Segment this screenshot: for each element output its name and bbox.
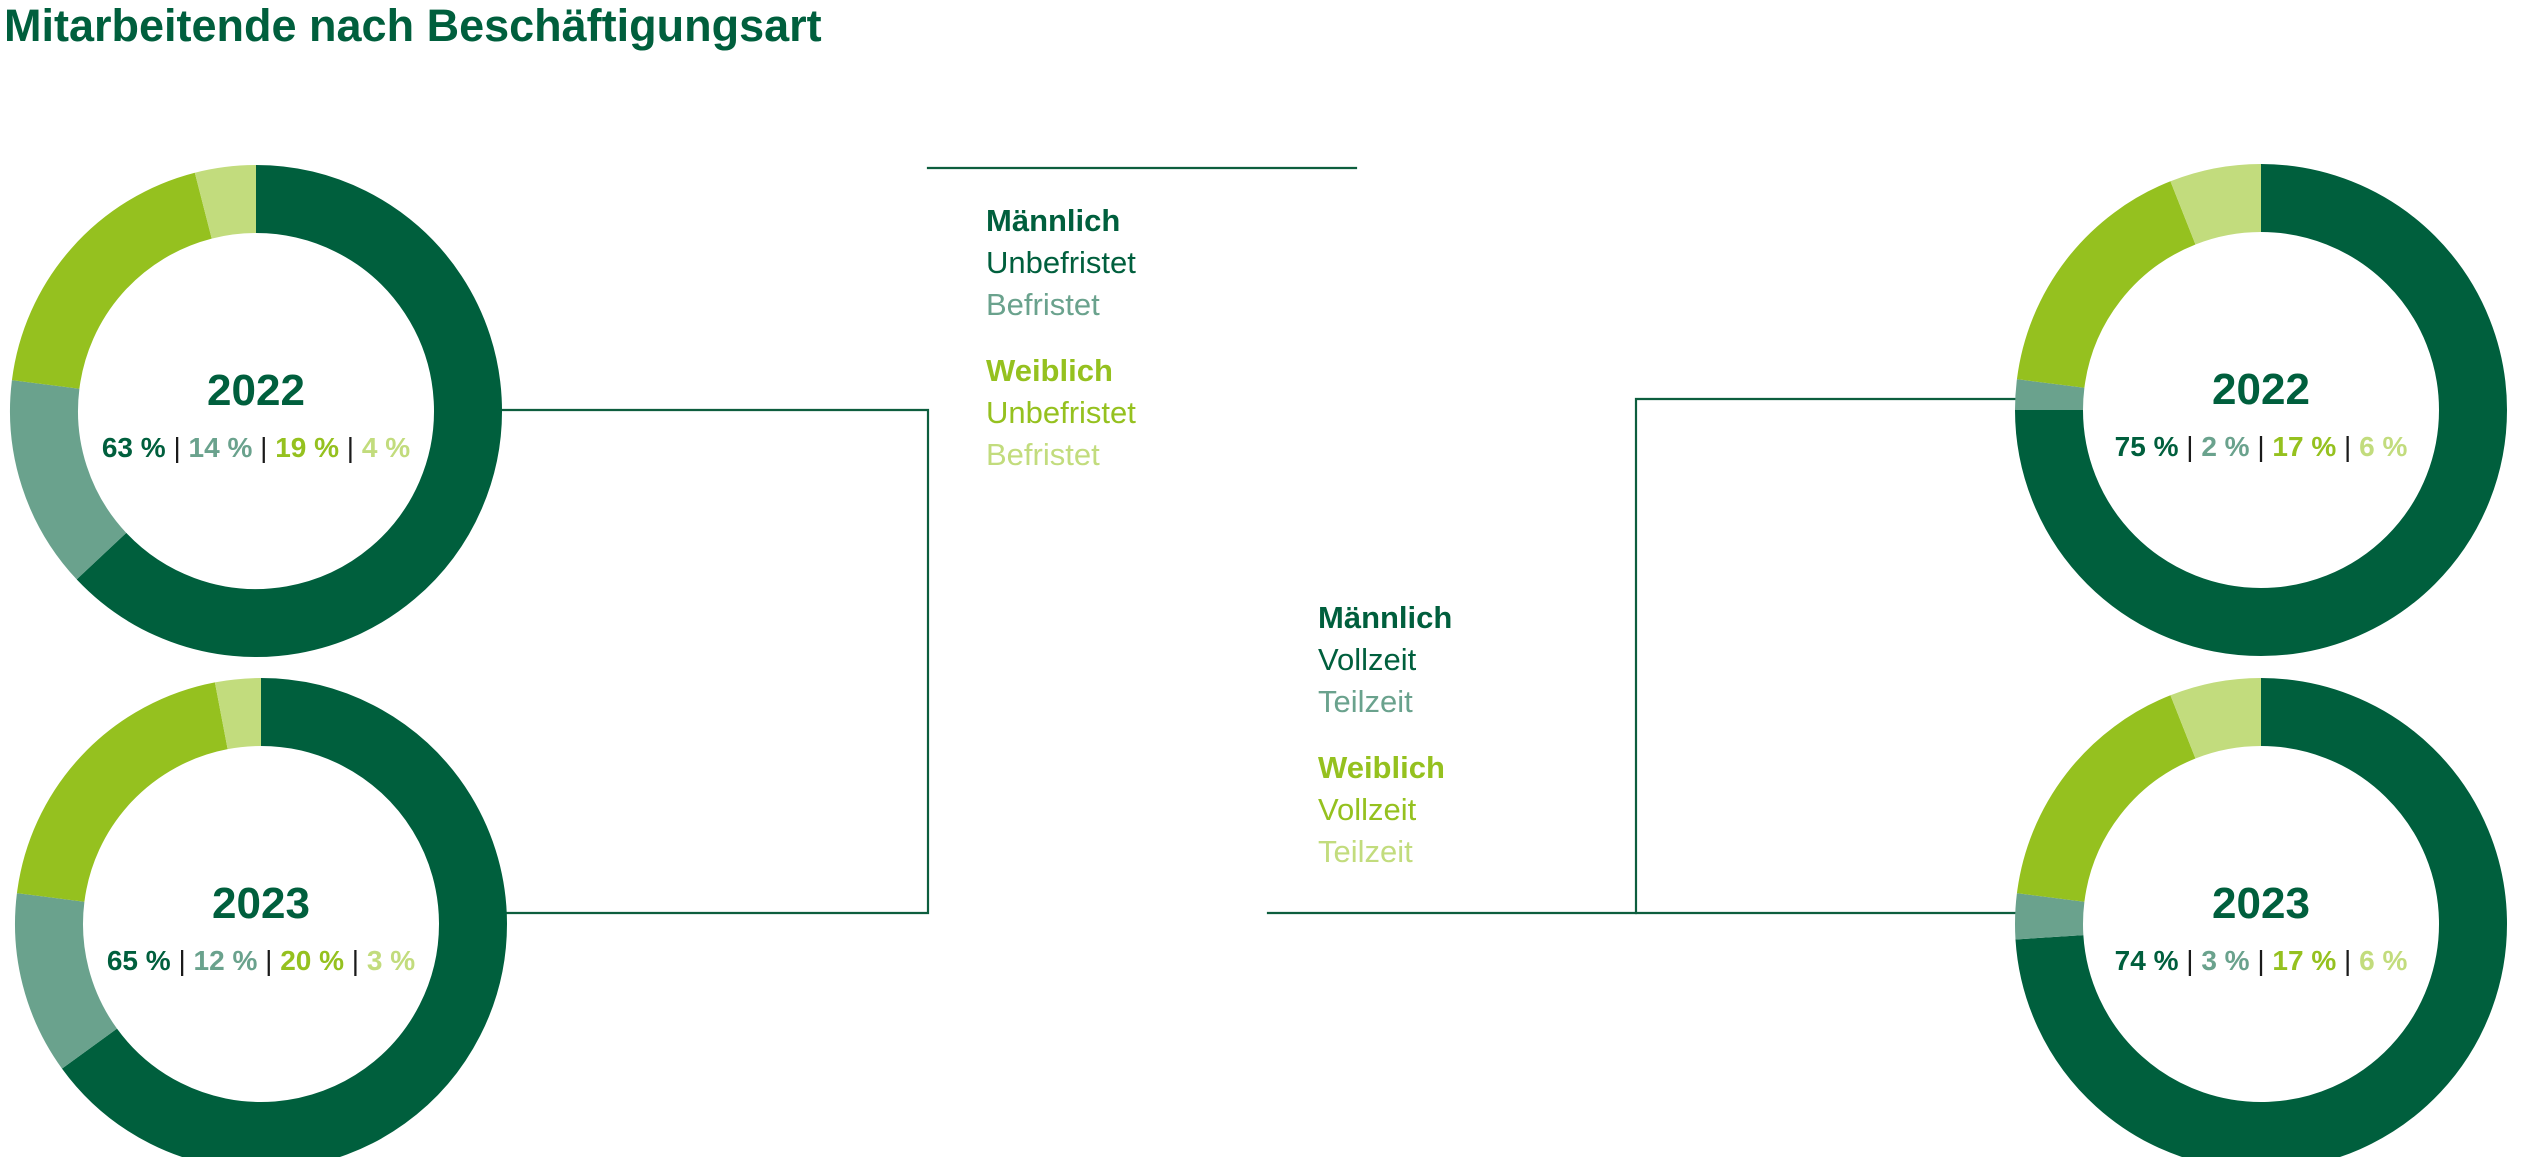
donut-segment [2014,379,2085,411]
donut-year-label: 2022 [207,366,305,415]
data-label: 63 % [102,432,166,463]
legend-male-permanent: Unbefristet [986,245,1136,280]
donut-segment [194,165,257,239]
donut-segment [2015,893,2085,940]
data-label: 75 % [2115,431,2179,462]
donut-percent-row: 74 % | 3 % | 17 % | 6 % [2115,945,2408,976]
page-title: Mitarbeitende nach Beschäftigungsart [4,0,822,51]
legend-contract-male: Männlich Unbefristet Befristet [986,200,1136,326]
donut-year-label: 2023 [212,879,310,928]
separator: | [257,945,280,976]
donut-year-label: 2022 [2212,365,2310,414]
connector-time [1634,397,2021,915]
data-label: 17 % [2272,945,2336,976]
donut-segment [214,678,262,750]
legend-female-permanent: Unbefristet [986,395,1136,430]
donut-segment [10,380,127,580]
legend-contract-female: Weiblich Unbefristet Befristet [986,350,1136,476]
data-label: 4 % [362,432,410,463]
data-label: 74 % [2115,945,2179,976]
donut-segment [2015,164,2507,656]
data-label: 14 % [189,432,253,463]
donut-percent-row: 75 % | 2 % | 17 % | 6 % [2115,431,2408,462]
separator: | [344,945,367,976]
donut-segment [2170,678,2262,759]
legend-female-heading: Weiblich [986,353,1113,388]
legend-time: Männlich Vollzeit Teilzeit Weiblich Voll… [1318,597,1452,873]
separator: | [2178,431,2201,462]
donut-time-2022: 2022 75 % | 2 % | 17 % | 6 % [2014,164,2507,656]
data-label: 6 % [2359,945,2407,976]
separator: | [2250,431,2273,462]
separator: | [166,432,189,463]
donut-segment [16,682,229,903]
data-label: 17 % [2272,431,2336,462]
separator: | [2336,431,2359,462]
data-label: 3 % [2201,945,2249,976]
legend-contract: Männlich Unbefristet Befristet Weiblich … [986,200,1136,476]
donut-percent-row: 65 % | 12 % | 20 % | 3 % [107,945,415,976]
donut-year-label: 2023 [2212,879,2310,928]
separator: | [339,432,362,463]
legend-male-temporary: Befristet [986,287,1100,322]
legend-female-fulltime: Vollzeit [1318,792,1417,827]
legend-female-temporary: Befristet [986,437,1100,472]
donut-time-2023: 2023 74 % | 3 % | 17 % | 6 % [2015,678,2507,1157]
donut-segment [11,172,213,390]
legend-male-heading: Männlich [1318,600,1453,635]
data-label: 20 % [280,945,344,976]
separator: | [171,945,194,976]
data-label: 19 % [275,432,339,463]
legend-time-female: Weiblich Vollzeit Teilzeit [1318,747,1452,873]
donut-segment [15,893,118,1069]
data-label: 3 % [367,945,415,976]
data-label: 65 % [107,945,171,976]
legend-female-heading: Weiblich [1318,750,1445,785]
donut-segment [2016,181,2197,389]
donut-segment [2170,164,2262,245]
donut-contract-2022: 2022 63 % | 14 % | 19 % | 4 % [10,165,502,657]
donut-contract-2023: 2023 65 % | 12 % | 20 % | 3 % [15,678,507,1157]
donut-percent-row: 63 % | 14 % | 19 % | 4 % [102,432,410,463]
donut-segment [62,678,507,1157]
separator: | [252,432,275,463]
legend-female-parttime: Teilzeit [1318,834,1413,869]
separator: | [2336,945,2359,976]
data-label: 2 % [2201,431,2249,462]
donut-segment [76,165,502,657]
legend-male-heading: Männlich [986,203,1121,238]
donut-segment [2015,678,2507,1157]
connector-contract [498,408,930,915]
donut-segment [2016,695,2197,903]
data-label: 12 % [194,945,258,976]
separator: | [2250,945,2273,976]
legend-male-parttime: Teilzeit [1318,684,1413,719]
legend-male-fulltime: Vollzeit [1318,642,1417,677]
separator: | [2178,945,2201,976]
legend-time-male: Männlich Vollzeit Teilzeit [1318,597,1452,723]
data-label: 6 % [2359,431,2407,462]
